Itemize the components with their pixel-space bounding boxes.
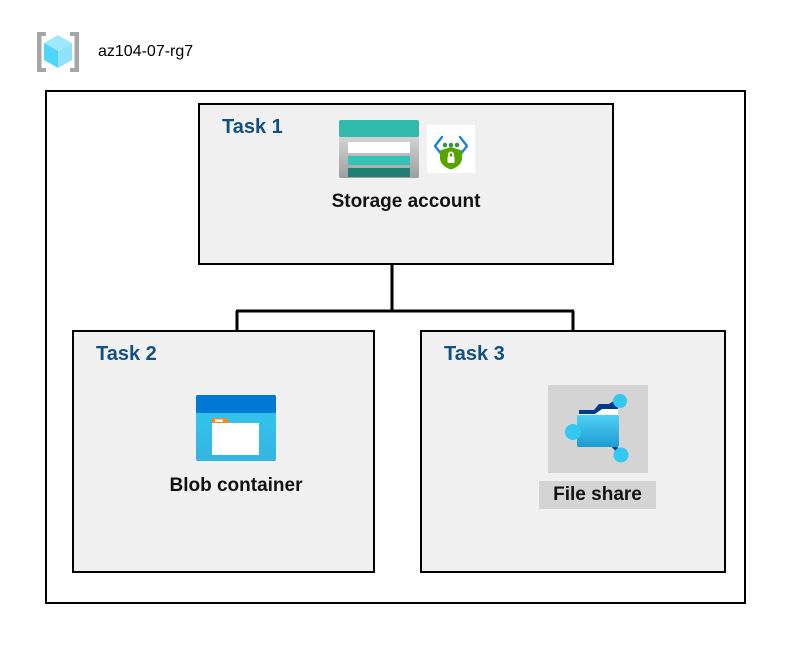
node-storage-account[interactable]: Storage account [286,118,526,216]
page-title: az104-07-rg7 [98,43,194,60]
blob-container-icon [196,395,276,461]
storage-account-icon [339,120,419,178]
private-endpoint-shield-icon [427,125,475,173]
storage-account-icon-row [337,118,475,180]
node-blob-container[interactable]: Blob container [126,392,346,500]
task-1-label: Task 1 [222,116,283,138]
storage-account-caption: Storage account [331,191,481,212]
task-2-label: Task 2 [96,343,157,365]
file-share-icon [564,394,628,463]
blob-container-caption: Blob container [169,475,303,496]
task-3-label: Task 3 [444,343,505,365]
node-file-share[interactable]: File share [490,385,705,509]
task-1-box: Task 1 [198,103,614,265]
resource-group-cube-icon [37,32,79,72]
resource-group-header: az104-07-rg7 [32,28,392,76]
file-share-caption: File share [539,481,656,509]
file-share-icon-highlight [547,385,648,473]
